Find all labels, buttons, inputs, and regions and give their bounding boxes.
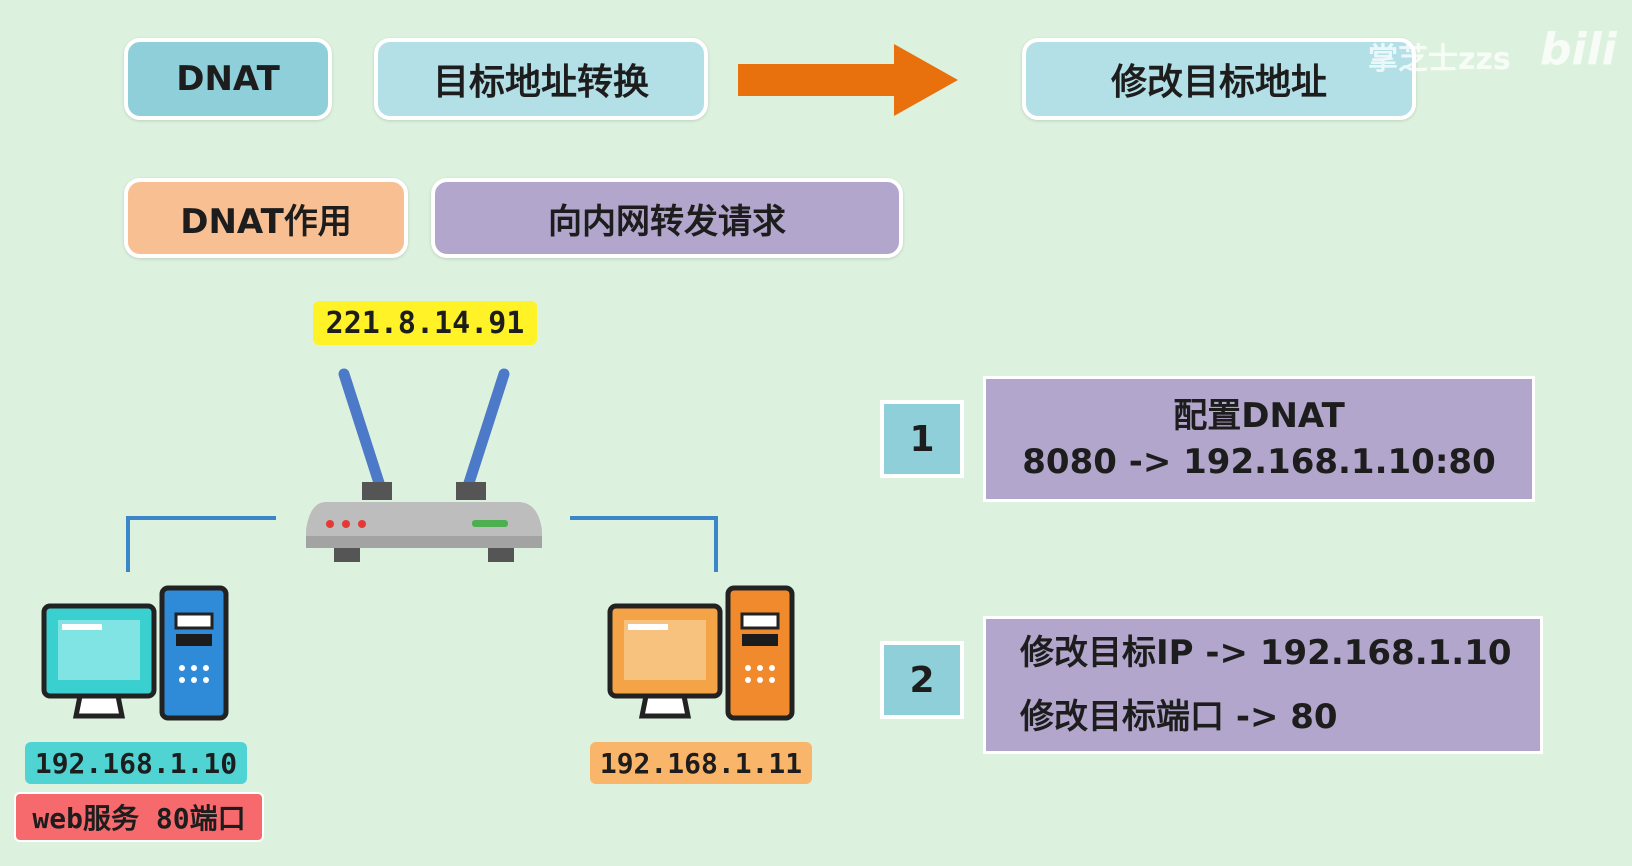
step-2-line-1: 修改目标IP -> 192.168.1.10 [1020, 633, 1512, 673]
dnat-meaning-box: 目标地址转换 [374, 38, 708, 120]
router-public-ip: 221.8.14.91 [313, 301, 537, 345]
step-1-line-2: 8080 -> 192.168.1.10:80 [1022, 442, 1496, 482]
right-arrow-icon [738, 44, 958, 116]
dnat-term-box: DNAT [124, 38, 332, 120]
host-ip-right: 192.168.1.11 [590, 742, 812, 784]
bilibili-logo: bili [1540, 24, 1617, 75]
computer-icon-left [41, 585, 229, 721]
computer-icon-right [607, 585, 795, 721]
host-ip-left: 192.168.1.10 [25, 742, 247, 784]
purpose-label-box: DNAT作用 [124, 178, 408, 258]
host-service-left: web服务 80端口 [14, 792, 264, 842]
purpose-description-box: 向内网转发请求 [431, 178, 903, 258]
step-box-1: 配置DNAT 8080 -> 192.168.1.10:80 [983, 376, 1535, 502]
step-number-1: 1 [880, 400, 964, 478]
step-box-2: 修改目标IP -> 192.168.1.10 修改目标端口 -> 80 [983, 616, 1543, 754]
step-1-line-1: 配置DNAT [1173, 396, 1345, 436]
step-number-2: 2 [880, 641, 964, 719]
step-2-line-2: 修改目标端口 -> 80 [1020, 697, 1338, 737]
router-icon [306, 368, 542, 562]
effect-box: 修改目标地址 [1022, 38, 1416, 120]
watermark-text: 掌芝士zzs [1368, 42, 1511, 77]
network-links [126, 516, 718, 572]
